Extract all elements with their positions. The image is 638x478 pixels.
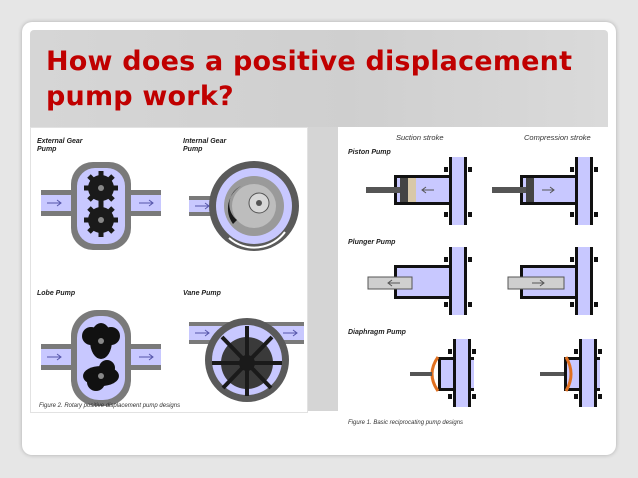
rotary-pumps-figure: External Gear Pump Internal Gear Pump Lo… xyxy=(30,127,308,413)
internal-gear-pump-diagram xyxy=(189,161,299,251)
piston-pump-label: Piston Pump xyxy=(348,149,391,156)
vane-pump-label: Vane Pump xyxy=(183,290,221,297)
slide-title: How does a positive displacement pump wo… xyxy=(46,46,573,112)
suction-stroke-header: Suction stroke xyxy=(396,133,444,142)
title-band: How does a positive displacement pump wo… xyxy=(30,30,608,138)
plunger-pump-label: Plunger Pump xyxy=(348,239,396,246)
reciprocating-figure-caption: Figure 1. Basic reciprocating pump desig… xyxy=(348,420,464,426)
compression-stroke-header: Compression stroke xyxy=(524,133,591,142)
external-gear-pump-diagram xyxy=(41,162,161,250)
slide-background-strip xyxy=(306,127,338,411)
external-gear-label: External Gear Pump xyxy=(37,138,83,153)
piston-pump-compression-diagram xyxy=(492,157,598,225)
diaphragm-pump-suction-diagram xyxy=(410,339,476,407)
rotary-figure-caption: Figure 2. Rotary positive displacement p… xyxy=(39,403,181,409)
lobe-pump-diagram xyxy=(41,310,161,406)
diaphragm-pump-compression-diagram xyxy=(540,339,602,407)
plunger-pump-suction-diagram xyxy=(367,247,472,315)
internal-gear-label: Internal Gear Pump xyxy=(183,138,227,153)
lobe-pump-label: Lobe Pump xyxy=(37,290,76,297)
plunger-pump-compression-diagram xyxy=(507,247,598,315)
slide: How does a positive displacement pump wo… xyxy=(22,22,616,455)
vane-pump-diagram xyxy=(189,318,304,402)
reciprocating-pumps-figure: Suction stroke Compression stroke Piston… xyxy=(338,127,608,431)
piston-pump-suction-diagram xyxy=(366,157,472,225)
diaphragm-pump-label: Diaphragm Pump xyxy=(348,329,406,336)
